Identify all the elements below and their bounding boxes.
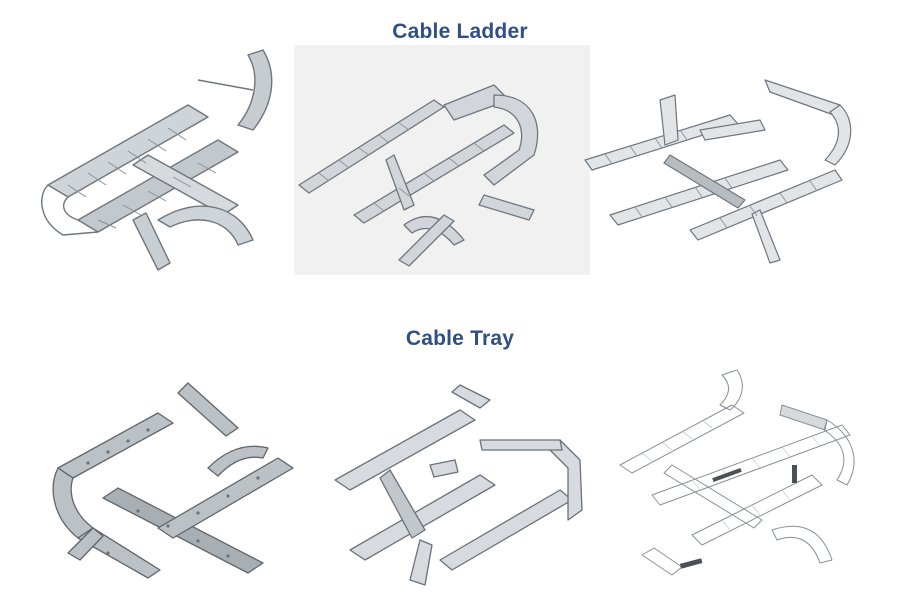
cable-ladder-assembly-icon — [298, 84, 539, 267]
section-title-cable-tray: Cable Tray — [405, 327, 515, 350]
cable-ladder-image-2 — [294, 45, 590, 275]
cable-ladder-image-3 — [580, 60, 880, 270]
cable-ladder-image-1 — [38, 45, 288, 275]
cable-tray-image-1 — [48, 378, 303, 588]
cable-ladder-assembly-icon — [584, 79, 852, 264]
section-title-cable-ladder: Cable Ladder — [392, 20, 528, 43]
solid-cable-tray-icon — [334, 384, 583, 586]
cable-tray-image-2 — [330, 380, 588, 590]
perforated-cable-tray-icon — [52, 382, 294, 579]
wire-mesh-cable-tray-icon — [619, 369, 855, 576]
cable-ladder-assembly-icon — [41, 49, 273, 271]
cable-tray-image-3 — [612, 365, 882, 590]
